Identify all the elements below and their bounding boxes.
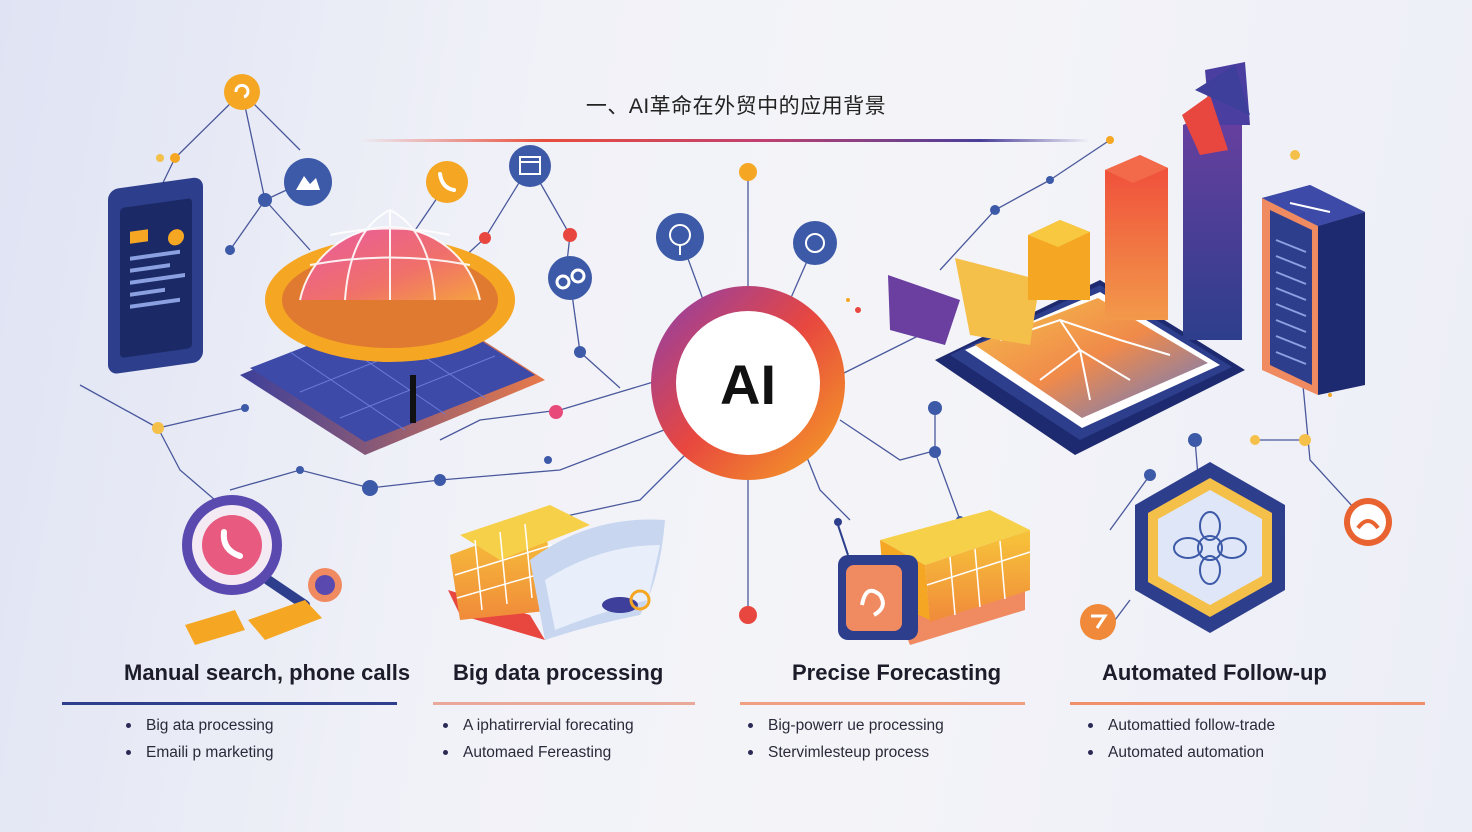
column-title: Big data processing [453,660,664,685]
brain-icon-center [656,213,704,261]
bullet-list: A iphatirrervial forecating Automaed Fer… [441,712,634,766]
column-forecasting: Precise Forecasting Big-powerr ue proces… [747,660,1002,761]
bullet-item: Automated automation [1086,739,1275,766]
icon-node-top-left [224,74,260,110]
column-follow-up: Automated Follow-up Automattied follow-t… [1088,660,1327,761]
bullet-list: Big ata processing Emaili p marketing [124,712,274,766]
hexagon-flower-icon [1135,462,1285,633]
column-manual-search: Manual search, phone calls Big ata proce… [124,660,411,761]
bullet-item: Automaed Fereasting [441,739,634,766]
column-big-data: Big data processing A iphatirrervial for… [442,660,664,761]
server-rack-icon [1262,185,1365,395]
bullet-list: Automattied follow-trade Automated autom… [1086,712,1275,766]
bullet-item: Emaili p marketing [124,739,274,766]
globe-icon [240,209,545,455]
network-nodes [152,136,1343,624]
bullet-item: A iphatirrervial forecating [441,712,634,739]
column-title: Automated Follow-up [1102,660,1327,685]
phone-icon [426,161,468,203]
column-title: Manual search, phone calls [124,660,411,685]
column-title: Precise Forecasting [792,660,1002,685]
calendar-icon [509,145,551,187]
bullet-item: Automattied follow-trade [1086,712,1275,739]
column-rules [62,702,1425,705]
smartphone-icon [108,177,203,374]
chat-icon-bottom [1080,604,1116,640]
forecast-blocks-icon [834,510,1031,645]
chain-link-icon [548,256,592,300]
bar-chart-icon [1028,62,1250,340]
map-tablet-icon [888,258,1245,455]
chat-icon-right [1344,498,1392,546]
title-underline [360,139,1090,142]
magnifier-icon [182,495,342,645]
bullet-item: Stervimlesteup process [746,739,944,766]
ai-hub-label: AI [720,353,776,416]
page-title: 一、AI革命在外贸中的应用背景 [585,95,887,118]
bullet-item: Big-powerr ue processing [746,712,944,739]
brain-icon [284,158,332,206]
data-blocks-icon [448,505,665,640]
bullet-list: Big-powerr ue processing Stervimlesteup … [746,712,944,766]
ai-hub-icon [651,286,845,480]
target-icon [793,221,837,265]
bullet-item: Big ata processing [124,712,274,739]
